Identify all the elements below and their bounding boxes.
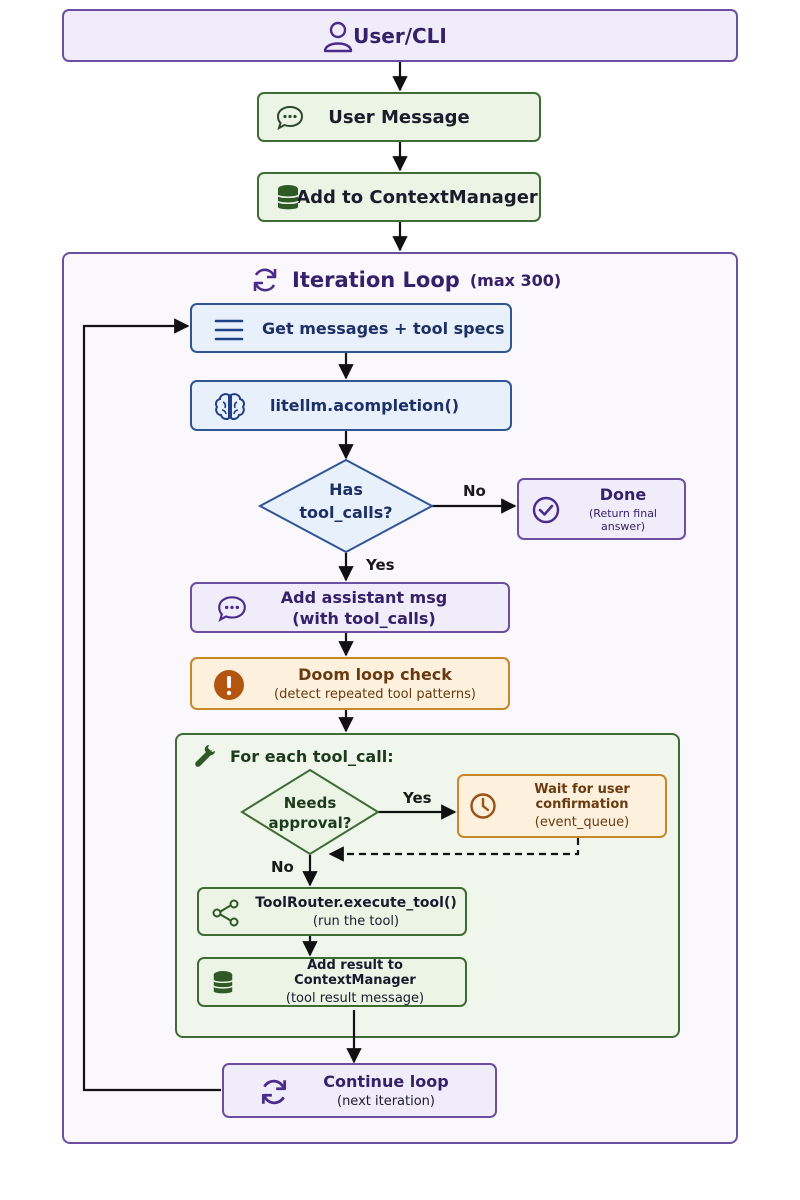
chat-bubble-icon	[218, 596, 246, 622]
doom-loop-label: Doom loop check	[298, 665, 452, 684]
exclamation-icon	[214, 670, 244, 700]
share-nodes-icon	[212, 899, 239, 927]
get-messages-label: Get messages + tool specs	[262, 318, 505, 338]
has-tool-calls-text: Has tool_calls?	[276, 480, 416, 522]
edge-label-yes: Yes	[366, 556, 395, 574]
assistant-msg-sublabel: (with tool_calls)	[292, 608, 436, 628]
edge-label-no: No	[463, 482, 486, 500]
add-context-node: Add to ContextManager	[257, 172, 541, 222]
tool-router-sublabel: (run the tool)	[312, 913, 400, 929]
add-context-label: Add to ContextManager	[296, 186, 538, 208]
wrench-icon	[195, 745, 215, 767]
assistant-msg-node: Add assistant msg (with tool_calls)	[190, 582, 510, 633]
done-sublabel: (Return final answer)	[589, 507, 657, 533]
for-each-label: For each tool_call:	[230, 746, 394, 766]
edge-label-yes-approval: Yes	[403, 789, 432, 807]
menu-lines-icon	[214, 319, 244, 341]
done-node: Done (Return final answer)	[517, 478, 686, 540]
brain-icon	[215, 393, 245, 420]
user-cli-node: User/CLI	[62, 9, 738, 62]
needs-approval-line1: Needs	[283, 794, 337, 812]
add-result-sublabel: (tool result message)	[285, 991, 425, 1006]
wait-confirmation-node: Wait for user confirmation (event_queue)	[457, 774, 667, 838]
continue-loop-sublabel: (next iteration)	[337, 1094, 435, 1109]
wait-confirmation-sublabel: (event_queue)	[534, 815, 630, 830]
refresh-icon	[253, 268, 277, 292]
doom-loop-sublabel: (detect repeated tool patterns)	[274, 687, 476, 702]
continue-loop-node: Continue loop (next iteration)	[222, 1063, 497, 1118]
user-message-label: User Message	[328, 106, 470, 128]
add-result-node: Add result to ContextManager (tool resul…	[197, 957, 467, 1007]
user-message-node: User Message	[257, 92, 541, 142]
continue-loop-label: Continue loop	[323, 1072, 449, 1091]
needs-approval-line2: approval?	[268, 814, 352, 832]
for-each-title: For each tool_call:	[190, 742, 394, 770]
database-icon	[277, 185, 299, 210]
needs-approval-text: Needs approval?	[250, 794, 370, 832]
edge-label-no-approval: No	[271, 858, 294, 876]
loop-max-label: (max 300)	[469, 270, 562, 290]
add-result-label: Add result to ContextManager	[294, 958, 416, 988]
completion-label: litellm.acompletion()	[270, 396, 460, 415]
refresh-icon	[261, 1079, 287, 1105]
loop-title-label: Iteration Loop	[292, 268, 460, 292]
user-icon	[323, 21, 353, 53]
clock-icon	[470, 793, 496, 819]
chat-bubble-icon	[276, 105, 304, 131]
doom-loop-node: Doom loop check (detect repeated tool pa…	[190, 657, 510, 710]
database-icon	[213, 971, 233, 994]
has-tool-calls-line1: Has	[329, 480, 363, 499]
get-messages-node: Get messages + tool specs	[190, 303, 512, 353]
wait-confirmation-label: Wait for user confirmation	[534, 782, 630, 812]
done-label: Done	[599, 485, 647, 504]
assistant-msg-label: Add assistant msg	[280, 587, 448, 607]
completion-node: litellm.acompletion()	[190, 380, 512, 431]
tool-router-node: ToolRouter.execute_tool() (run the tool)	[197, 887, 467, 936]
has-tool-calls-line2: tool_calls?	[299, 503, 393, 522]
check-circle-icon	[532, 496, 560, 524]
iteration-loop-title: Iteration Loop (max 300)	[250, 264, 570, 296]
user-cli-label: User/CLI	[353, 23, 447, 48]
tool-router-label: ToolRouter.execute_tool()	[255, 894, 457, 911]
